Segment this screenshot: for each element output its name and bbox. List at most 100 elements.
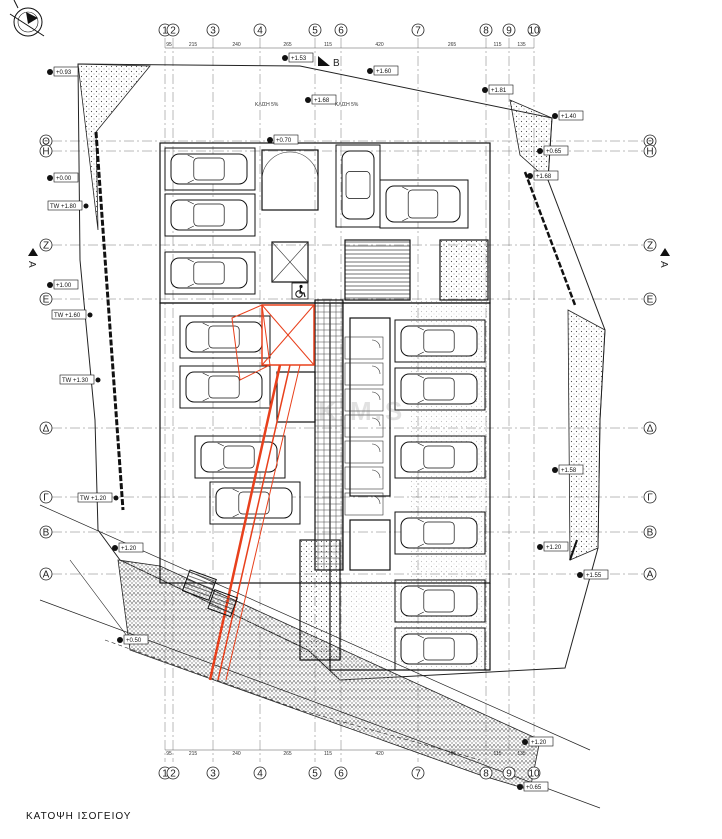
column-dimension: 135 — [517, 42, 526, 48]
column-marker-5-bottom: 5 — [308, 766, 322, 780]
page-title: ΚΑΤΟΨΗ ΙΣΟΓΕΙΟΥ — [26, 811, 132, 822]
column-label: 3 — [210, 26, 216, 37]
parking-bay — [394, 367, 486, 411]
column-label: 4 — [257, 26, 263, 37]
column-label: 7 — [415, 26, 421, 37]
level-value: +1.20 — [546, 545, 562, 551]
row-label: Θ — [646, 137, 654, 148]
column-label: 2 — [170, 26, 176, 37]
level-tag: +0.65 — [537, 145, 569, 156]
column-dimension: 115 — [494, 42, 502, 48]
row-marker-left-5: Γ — [39, 490, 53, 504]
level-tag: +1.40 — [552, 110, 584, 121]
level-value: +1.20 — [121, 546, 137, 552]
row-label: Γ — [647, 493, 653, 504]
column-marker-2-bottom: 2 — [166, 766, 180, 780]
level-value: +1.81 — [491, 88, 507, 94]
section-mark-b: B — [318, 56, 340, 69]
column-dimension: 215 — [189, 42, 198, 48]
watermark: K.M.S — [318, 396, 406, 426]
tw-tag: TW +1.30 — [59, 374, 101, 385]
row-label: Η — [42, 147, 49, 158]
column-marker-9-top: 9 — [502, 23, 516, 37]
row-marker-left-4: Δ — [39, 421, 53, 435]
column-dimension: 265 — [448, 751, 457, 757]
column-dimension: 265 — [283, 751, 292, 757]
row-label: Ζ — [647, 241, 653, 252]
parking-bay — [179, 315, 271, 359]
section-mark-a-right: A — [658, 248, 670, 268]
bike-bay — [344, 388, 384, 412]
slope-label-1: ΚΛΙΣΗ 5% — [255, 102, 279, 108]
bike-bay — [344, 336, 384, 360]
section-mark-a-left: A — [26, 248, 38, 268]
level-tag: +1.20 — [537, 541, 569, 552]
column-dimension: 215 — [189, 751, 198, 757]
level-value: +1.58 — [561, 468, 577, 474]
level-tag: +1.53 — [282, 52, 314, 63]
car-icon — [400, 373, 478, 405]
bike-bay — [344, 440, 384, 464]
parking-bay — [164, 251, 256, 295]
row-marker-right-2: Ζ — [643, 238, 657, 252]
row-marker-left-1: Η — [39, 144, 53, 158]
row-marker-left-2: Ζ — [39, 238, 53, 252]
tw-tag: TW +1.20 — [77, 492, 119, 503]
level-tag: +0.65 — [517, 781, 549, 792]
parking-bay — [194, 435, 286, 479]
column-marker-8-top: 8 — [479, 23, 493, 37]
row-marker-left-6: Β — [39, 525, 53, 539]
bike-bay — [344, 492, 384, 516]
column-label: 4 — [257, 769, 263, 780]
level-tag: +1.58 — [552, 464, 584, 475]
column-dimension: 95 — [166, 751, 172, 757]
parking-bay — [164, 193, 256, 237]
level-value: +1.40 — [561, 114, 577, 120]
column-label: 9 — [506, 26, 512, 37]
accessible-route — [208, 304, 315, 681]
column-marker-5-top: 5 — [308, 23, 322, 37]
column-dimension: 115 — [494, 751, 502, 757]
tw-tag: TW +1.80 — [47, 200, 89, 211]
level-tag: +1.55 — [577, 569, 609, 580]
tw-tag: TW +1.60 — [51, 309, 93, 320]
car-icon — [185, 371, 263, 403]
level-tag: +1.68 — [527, 170, 559, 181]
bike-bay — [344, 414, 384, 438]
row-marker-left-7: Α — [39, 567, 53, 581]
car-icon — [400, 325, 478, 357]
entrance-steps — [181, 569, 238, 618]
level-tag: +1.20 — [112, 542, 144, 553]
building-walls — [159, 142, 491, 671]
level-tag: +0.70 — [267, 134, 299, 145]
parking-bay — [394, 511, 486, 555]
column-label: 10 — [528, 26, 540, 37]
tw-value: TW +1.80 — [50, 204, 77, 210]
svg-text:A: A — [658, 261, 669, 268]
tw-value: TW +1.30 — [62, 378, 89, 384]
column-dimension: 115 — [324, 751, 332, 757]
column-dimension: 240 — [232, 42, 241, 48]
column-label: 9 — [506, 769, 512, 780]
parking-bay — [179, 365, 271, 409]
car-icon — [400, 441, 478, 473]
row-label: Ζ — [43, 241, 49, 252]
parking-bay — [394, 435, 486, 479]
parking-bay — [394, 319, 486, 363]
row-label: Α — [43, 570, 50, 581]
column-dimension: 420 — [375, 751, 384, 757]
row-label: Ε — [647, 295, 654, 306]
row-label: Γ — [43, 493, 49, 504]
car-icons — [170, 150, 478, 665]
level-tag: +1.81 — [482, 84, 514, 95]
svg-text:A: A — [26, 261, 37, 268]
column-marker-3-bottom: 3 — [206, 766, 220, 780]
north-arrow-icon — [9, 0, 45, 37]
parking-bay — [335, 144, 381, 228]
column-label: 2 — [170, 769, 176, 780]
parking-bay — [394, 627, 486, 671]
tw-tags: TW +1.80 TW +1.60 TW +1.30 TW +1.20 — [47, 200, 119, 503]
column-label: 6 — [338, 769, 344, 780]
